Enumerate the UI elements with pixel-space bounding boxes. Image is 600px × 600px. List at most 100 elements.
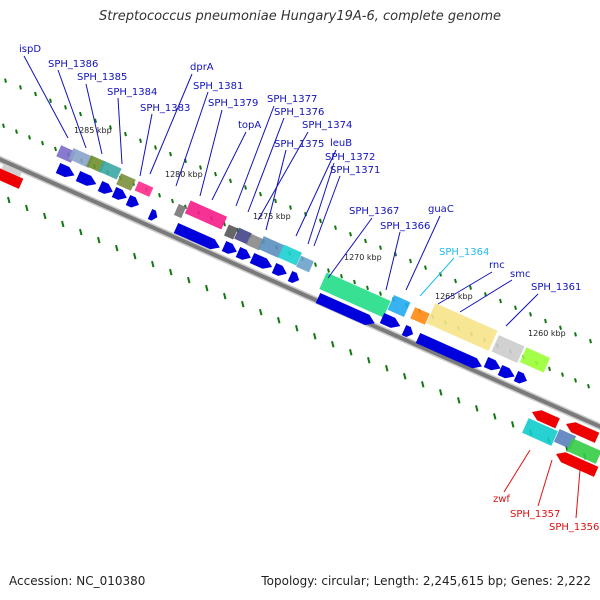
lower-tick: [277, 316, 281, 324]
leader-line: [295, 149, 337, 237]
topology-text: Topology: circular; Length: 2,245,615 bp…: [261, 574, 591, 588]
outer-tick: [4, 78, 7, 83]
feature-box: [522, 418, 558, 446]
gene-label-sph1367: SPH_1367: [349, 206, 399, 217]
gene-label-zwf: zwf: [493, 494, 510, 505]
inner-tick: [184, 204, 187, 210]
lower-tick: [331, 341, 335, 348]
forward-gene-arrow: [401, 324, 414, 338]
gene-label-leuB: leuB: [330, 138, 352, 149]
lower-tick: [7, 196, 11, 204]
leader-line: [211, 131, 247, 201]
outer-tick: [319, 218, 322, 224]
accession-text: Accession: NC_010380: [9, 574, 146, 588]
inner-tick: [41, 140, 44, 146]
feature-box: [184, 200, 228, 230]
lower-tick: [295, 324, 299, 332]
lower-tick: [79, 228, 83, 236]
gene-label-sph1384: SPH_1384: [107, 87, 157, 98]
gene-label-sph1356: SPH_1356: [549, 522, 599, 533]
leader-line: [505, 293, 539, 327]
lower-tick: [349, 349, 353, 356]
inner-tick: [2, 123, 5, 129]
outer-tick: [259, 191, 262, 197]
outer-tick: [364, 238, 367, 244]
outer-tick: [469, 285, 472, 290]
outer-tick: [409, 258, 412, 264]
lower-tick: [403, 373, 407, 380]
feature-box: [491, 335, 525, 363]
gene-label-sph1379: SPH_1379: [208, 98, 258, 109]
lower-tick: [169, 268, 173, 276]
feature-box: [519, 347, 551, 373]
inner-tick: [587, 383, 590, 389]
feature-box: [223, 224, 239, 240]
lower-tick: [187, 276, 191, 284]
inner-tick: [314, 262, 317, 267]
lower-tick: [115, 244, 119, 252]
outer-tick: [544, 318, 547, 324]
feature-box: [258, 236, 284, 258]
leader-line: [139, 113, 153, 177]
position-label-1265: 1265 kbp: [435, 292, 473, 301]
inner-tick: [548, 366, 551, 372]
gene-label-sph1364: SPH_1364: [439, 247, 489, 258]
inner-tick: [353, 279, 356, 285]
outer-tick: [64, 105, 67, 110]
forward-gene-arrow: [379, 312, 401, 328]
inner-tick: [15, 129, 18, 134]
gene-label-sph1386: SPH_1386: [48, 59, 98, 70]
gene-arrows: [0, 162, 600, 477]
gene-label-sph1357: SPH_1357: [510, 509, 560, 520]
lower-tick: [223, 292, 227, 300]
forward-gene-arrow: [249, 252, 273, 269]
forward-gene-arrow: [75, 170, 97, 186]
outer-tick: [19, 85, 22, 90]
leader-line: [503, 449, 531, 493]
gene-label-sph1377: SPH_1377: [267, 94, 317, 105]
inner-tick: [574, 378, 577, 383]
outer-tick: [79, 111, 82, 117]
leader-line: [405, 215, 441, 291]
outer-tick: [139, 138, 142, 144]
feature-box: [426, 303, 498, 351]
outer-tick: [169, 151, 172, 157]
outer-tick: [229, 178, 232, 184]
outer-tick: [274, 198, 277, 204]
gene-label-sph1361: SPH_1361: [531, 282, 581, 293]
lower-tick: [133, 252, 137, 260]
outer-tick: [199, 165, 202, 170]
map-title: Streptococcus pneumoniae Hungary19A-6, c…: [99, 9, 501, 24]
inner-tick: [561, 372, 564, 377]
feature-box: [566, 438, 600, 464]
leader-line: [459, 279, 513, 313]
forward-gene-arrow: [497, 364, 515, 379]
forward-gene-arrow: [55, 162, 75, 178]
lower-tick: [241, 300, 245, 308]
gene-label-sph1371: SPH_1371: [330, 165, 380, 176]
forward-gene-arrow: [221, 240, 237, 254]
leader-line: [385, 231, 401, 291]
reverse-gene-arrow: [0, 168, 24, 189]
outer-tick: [529, 312, 532, 317]
outer-tick: [349, 232, 352, 237]
lower-tick: [475, 405, 479, 412]
feature-box: [173, 203, 187, 219]
lower-tick: [511, 421, 515, 428]
leader-line: [85, 83, 103, 155]
lower-tick: [43, 212, 47, 220]
forward-gene-arrow: [173, 222, 220, 250]
forward-gene-arrow: [111, 186, 127, 200]
outer-tick: [124, 131, 127, 137]
position-label-1270: 1270 kbp: [344, 253, 382, 262]
feature-box: [134, 181, 154, 197]
leader-line: [57, 69, 87, 149]
leader-line: [117, 97, 123, 165]
feature-boxes: [0, 145, 600, 464]
leader-line: [437, 271, 493, 305]
leader-line: [307, 162, 335, 245]
forward-gene-arrow: [513, 370, 527, 384]
outer-tick: [49, 98, 52, 103]
